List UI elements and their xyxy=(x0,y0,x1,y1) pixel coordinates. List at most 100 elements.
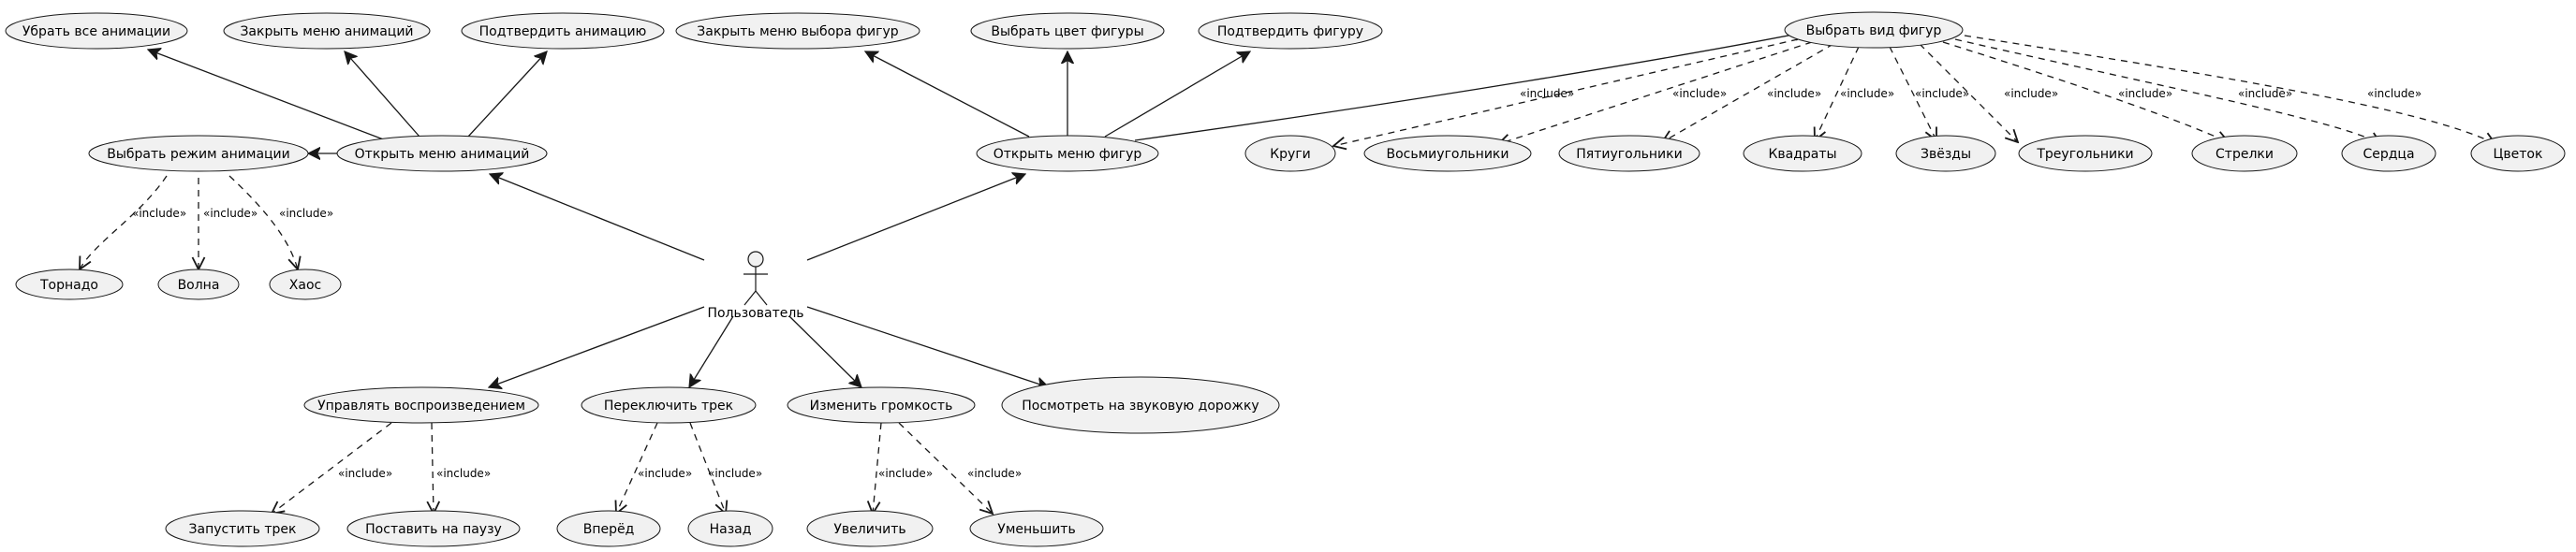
uc-label: Хаос xyxy=(289,278,321,293)
stereo-octagons: «include» xyxy=(1672,87,1727,100)
stereo-squares: «include» xyxy=(1840,87,1894,100)
stereo-increase: «include» xyxy=(878,467,933,480)
stereo-tornado: «include» xyxy=(132,207,186,220)
uc-label: Подтвердить анимацию xyxy=(479,24,647,39)
uc-tornado: Торнадо xyxy=(15,269,124,300)
uc-open-animation-menu: Открыть меню анимаций xyxy=(336,135,548,172)
stereo-start-track: «include» xyxy=(338,467,392,480)
edge-include-increase xyxy=(873,422,882,514)
uc-label: Пятиугольники xyxy=(1576,147,1682,162)
stereo-forward: «include» xyxy=(638,467,692,480)
stereo-circles: «include» xyxy=(1520,87,1574,100)
edge-actor-switch-track xyxy=(689,315,734,387)
uc-chaos: Хаос xyxy=(269,269,342,300)
uc-open-shape-menu: Открыть меню фигур xyxy=(976,135,1159,172)
uc-choose-shape-type: Выбрать вид фигур xyxy=(1784,11,1964,49)
edge-include-forward xyxy=(616,422,658,514)
uc-close-shape-select-menu: Закрыть меню выбора фигур xyxy=(675,12,920,50)
uc-octagons: Восьмиугольники xyxy=(1363,135,1532,172)
edge-include-triangles xyxy=(1919,43,2018,142)
uc-wave: Волна xyxy=(157,269,240,300)
uc-label: Цветок xyxy=(2494,147,2543,162)
uc-label: Треугольники xyxy=(2036,147,2133,162)
edge-include-arrows xyxy=(1942,41,2229,142)
actor-label: Пользователь xyxy=(707,306,803,321)
edge-include-pause xyxy=(432,422,434,514)
uc-confirm-animation: Подтвердить анимацию xyxy=(461,12,665,50)
uc-change-volume: Изменить громкость xyxy=(787,386,976,424)
uc-label: Подтвердить фигуру xyxy=(1217,24,1363,39)
actor-right-leg xyxy=(755,290,768,306)
uc-label: Назад xyxy=(710,522,752,537)
uc-pause: Поставить на паузу xyxy=(346,510,521,547)
uc-label: Открыть меню фигур xyxy=(994,147,1142,162)
uc-increase: Увеличить xyxy=(806,510,934,547)
stereo-arrows: «include» xyxy=(2118,87,2172,100)
uc-label: Уменьшить xyxy=(997,522,1075,537)
uc-hearts: Сердца xyxy=(2341,135,2436,172)
uc-pentagons: Пятиугольники xyxy=(1558,135,1700,172)
edge-actor-view-soundtrack xyxy=(806,306,1049,387)
edge-include-back xyxy=(689,422,726,514)
uc-forward: Вперёд xyxy=(556,510,661,547)
uc-back: Назад xyxy=(687,510,773,547)
uc-label: Торнадо xyxy=(39,278,98,293)
uc-start-track: Запустить трек xyxy=(165,510,320,547)
edge-include-circles xyxy=(1333,38,1799,146)
uc-choose-animation-mode: Выбрать режим анимации xyxy=(88,135,309,172)
stereo-triangles: «include» xyxy=(2004,87,2058,100)
uc-label: Переключить трек xyxy=(604,399,733,414)
edge-shape-menu-confirm xyxy=(1104,51,1250,138)
edge-actor-control-playback xyxy=(489,306,705,387)
uc-label: Выбрать цвет фигуры xyxy=(991,24,1143,39)
actor-head xyxy=(747,251,764,268)
edge-include-chaos xyxy=(228,175,298,269)
edge-actor-open-shape-menu xyxy=(806,174,1025,261)
edge-include-tornado xyxy=(80,175,168,269)
edge-include-start-track xyxy=(272,422,392,514)
stereo-hearts: «include» xyxy=(2238,87,2292,100)
uc-label: Сердца xyxy=(2363,147,2414,162)
uc-label: Увеличить xyxy=(833,522,905,537)
uc-label: Изменить громкость xyxy=(810,399,953,414)
uc-label: Круги xyxy=(1270,147,1311,162)
uc-confirm-shape: Подтвердить фигуру xyxy=(1198,12,1383,50)
stereo-stars: «include» xyxy=(1915,87,1969,100)
uc-circles: Круги xyxy=(1244,135,1336,172)
uc-close-animation-menu: Закрыть меню анимаций xyxy=(223,12,431,50)
use-cases: Убрать все анимации Закрыть меню анимаци… xyxy=(5,11,2566,547)
stereo-flower: «include» xyxy=(2367,87,2421,100)
uc-view-soundtrack: Посмотреть на звуковую дорожку xyxy=(1001,376,1280,434)
edge-include-squares xyxy=(1815,46,1860,140)
stereo-pentagons: «include» xyxy=(1767,87,1821,100)
uc-label: Поставить на паузу xyxy=(365,522,502,537)
edge-include-stars xyxy=(1889,46,1936,140)
uc-label: Запустить трек xyxy=(189,522,297,537)
uc-label: Выбрать режим анимации xyxy=(107,147,290,162)
edge-actor-change-volume xyxy=(788,315,861,387)
edge-include-pentagons xyxy=(1662,43,1834,142)
uc-control-playback: Управлять воспроизведением xyxy=(303,386,539,424)
uc-label: Убрать все анимации xyxy=(22,24,170,39)
uc-label: Вперёд xyxy=(583,522,635,537)
stereo-chaos: «include» xyxy=(279,207,333,220)
edge-shape-menu-close xyxy=(865,51,1030,138)
stereotype-labels: «include» «include» «include» «include» … xyxy=(132,87,2421,480)
stereo-back: «include» xyxy=(708,467,762,480)
uc-arrows: Стрелки xyxy=(2191,135,2298,172)
edge-include-octagons xyxy=(1498,41,1813,144)
uc-label: Закрыть меню анимаций xyxy=(240,24,413,39)
actor-left-leg xyxy=(743,290,757,306)
uc-label: Квадраты xyxy=(1768,147,1836,162)
uc-triangles: Треугольники xyxy=(2018,135,2153,172)
edge-animation-menu-close xyxy=(345,51,420,138)
uc-label: Посмотреть на звуковую дорожку xyxy=(1022,399,1259,414)
uc-switch-track: Переключить трек xyxy=(581,386,757,424)
stereo-decrease: «include» xyxy=(967,467,1022,480)
edge-include-hearts xyxy=(1954,38,2381,144)
stereo-wave: «include» xyxy=(203,207,258,220)
uc-squares: Квадраты xyxy=(1743,135,1862,172)
edge-include-decrease xyxy=(898,422,993,514)
edges xyxy=(80,32,2495,514)
